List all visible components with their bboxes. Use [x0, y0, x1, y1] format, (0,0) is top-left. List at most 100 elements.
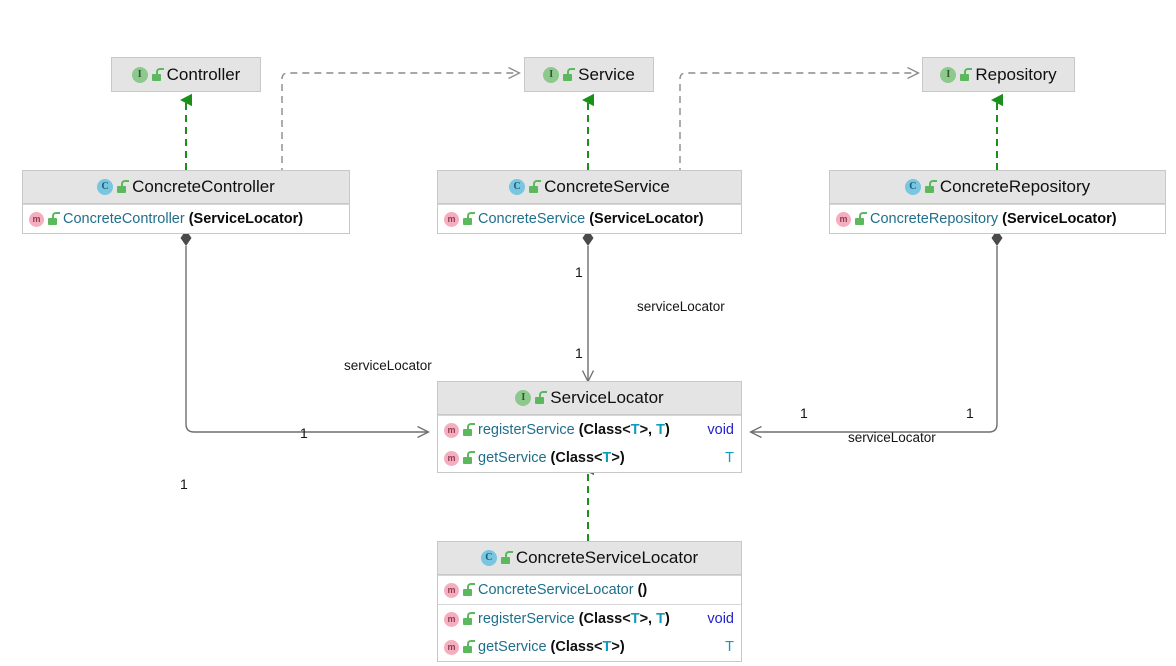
member-row[interactable]: m registerService (Class<T>, T) void: [438, 605, 741, 633]
class-icon: C: [904, 179, 921, 195]
class-node-header: I Service: [525, 58, 653, 91]
class-name: ConcreteServiceLocator: [515, 548, 699, 567]
member-return-type: T: [725, 450, 734, 466]
class-node-service-locator[interactable]: I ServiceLocator m registerService (Clas…: [437, 381, 742, 473]
class-node-header: I ServiceLocator: [438, 382, 741, 415]
unlock-icon: [117, 180, 130, 193]
class-node-concrete-service-locator[interactable]: C ConcreteServiceLocator m ConcreteServi…: [437, 541, 742, 662]
member-params: (ServiceLocator): [188, 211, 304, 227]
member-params: (Class<T>, T): [578, 611, 670, 627]
class-node-concrete-service[interactable]: C ConcreteService m ConcreteService (Ser…: [437, 170, 742, 234]
member-return-type: void: [707, 422, 734, 438]
unlock-icon: [855, 212, 867, 225]
member-row[interactable]: m ConcreteController (ServiceLocator): [23, 205, 349, 233]
edge-role-label-service: serviceLocator: [637, 299, 725, 314]
member-row[interactable]: m ConcreteRepository (ServiceLocator): [830, 205, 1165, 233]
class-node-header: C ConcreteService: [438, 171, 741, 204]
class-node-header: C ConcreteServiceLocator: [438, 542, 741, 575]
unlock-icon: [563, 67, 576, 81]
interface-icon: I: [543, 66, 560, 83]
method-icon: m: [444, 211, 459, 227]
class-node-header: I Repository: [923, 58, 1074, 91]
edge-multiplicity-controller-near: 1: [180, 476, 188, 492]
method-icon: m: [29, 211, 44, 227]
members-section: m ConcreteRepository (ServiceLocator): [830, 204, 1165, 233]
interface-icon: I: [515, 390, 532, 406]
class-node-controller[interactable]: I Controller: [111, 57, 261, 92]
unlock-icon: [529, 180, 542, 193]
method-icon: m: [444, 582, 459, 598]
aggregation-concrete-repository-to-service-locator: [751, 230, 1003, 432]
edge-multiplicity-repository-near: 1: [966, 405, 974, 421]
member-row[interactable]: m registerService (Class<T>, T) void: [438, 416, 741, 444]
class-name: Repository: [975, 64, 1057, 84]
class-node-header: C ConcreteRepository: [830, 171, 1165, 204]
member-return-type: T: [725, 639, 734, 655]
unlock-icon: [463, 423, 475, 436]
edge-multiplicity-controller-far: 1: [300, 425, 308, 441]
member-name: registerService: [478, 611, 575, 627]
unlock-icon: [463, 640, 475, 653]
class-node-concrete-repository[interactable]: C ConcreteRepository m ConcreteRepositor…: [829, 170, 1166, 234]
member-params: (): [637, 582, 648, 598]
unlock-icon: [151, 67, 164, 81]
class-node-repository[interactable]: I Repository: [922, 57, 1075, 92]
method-icon: m: [444, 639, 459, 655]
constructor-section: m ConcreteServiceLocator (): [438, 575, 741, 604]
member-row[interactable]: m getService (Class<T>) T: [438, 633, 741, 661]
dependency-controller-to-service: [281, 73, 519, 175]
edge-multiplicity-service-far: 1: [575, 345, 583, 361]
dependency-service-to-repository: [679, 73, 918, 175]
class-node-header: C ConcreteController: [23, 171, 349, 204]
class-name: Service: [578, 64, 635, 84]
class-name: ConcreteRepository: [939, 177, 1091, 196]
member-row[interactable]: m ConcreteService (ServiceLocator): [438, 205, 741, 233]
member-name: ConcreteServiceLocator: [478, 582, 634, 598]
member-row[interactable]: m getService (Class<T>) T: [438, 444, 741, 472]
edge-role-label-repository: serviceLocator: [848, 430, 936, 445]
unlock-icon: [924, 180, 937, 193]
unlock-icon: [500, 551, 513, 564]
class-icon: C: [480, 550, 497, 566]
interface-icon: I: [940, 66, 957, 83]
member-params: (ServiceLocator): [1002, 211, 1117, 227]
member-params: (Class<T>): [550, 639, 625, 655]
members-section: m ConcreteService (ServiceLocator): [438, 204, 741, 233]
unlock-icon: [463, 612, 475, 625]
class-name: ServiceLocator: [550, 388, 664, 407]
member-params: (Class<T>, T): [578, 422, 670, 438]
method-icon: m: [444, 422, 459, 438]
members-section: m ConcreteController (ServiceLocator): [23, 204, 349, 233]
member-row[interactable]: m ConcreteServiceLocator (): [438, 576, 741, 604]
class-name: ConcreteController: [132, 177, 275, 196]
member-params: (ServiceLocator): [589, 211, 704, 227]
members-section: m registerService (Class<T>, T) void m g…: [438, 415, 741, 472]
unlock-icon: [960, 67, 973, 81]
unlock-icon: [535, 391, 548, 404]
class-name: ConcreteService: [544, 177, 670, 196]
member-name: getService: [478, 450, 547, 466]
member-return-type: void: [707, 611, 734, 627]
member-name: ConcreteRepository: [870, 211, 999, 227]
method-icon: m: [444, 450, 459, 466]
edge-multiplicity-repository-far: 1: [800, 405, 808, 421]
unlock-icon: [463, 212, 475, 225]
interface-icon: I: [131, 66, 148, 83]
class-node-service[interactable]: I Service: [524, 57, 654, 92]
member-name: ConcreteService: [478, 211, 586, 227]
unlock-icon: [48, 212, 60, 225]
edge-role-label-controller: serviceLocator: [344, 358, 432, 373]
method-icon: m: [836, 211, 851, 227]
class-icon: C: [97, 179, 114, 195]
members-section: m registerService (Class<T>, T) void m g…: [438, 604, 741, 661]
member-name: getService: [478, 639, 547, 655]
aggregation-concrete-controller-to-service-locator: [180, 230, 429, 432]
edge-multiplicity-service-near: 1: [575, 264, 583, 280]
member-params: (Class<T>): [550, 450, 625, 466]
class-name: Controller: [166, 64, 241, 84]
member-name: registerService: [478, 422, 575, 438]
class-node-concrete-controller[interactable]: C ConcreteController m ConcreteControlle…: [22, 170, 350, 234]
class-icon: C: [509, 179, 526, 195]
member-name: ConcreteController: [63, 211, 185, 227]
